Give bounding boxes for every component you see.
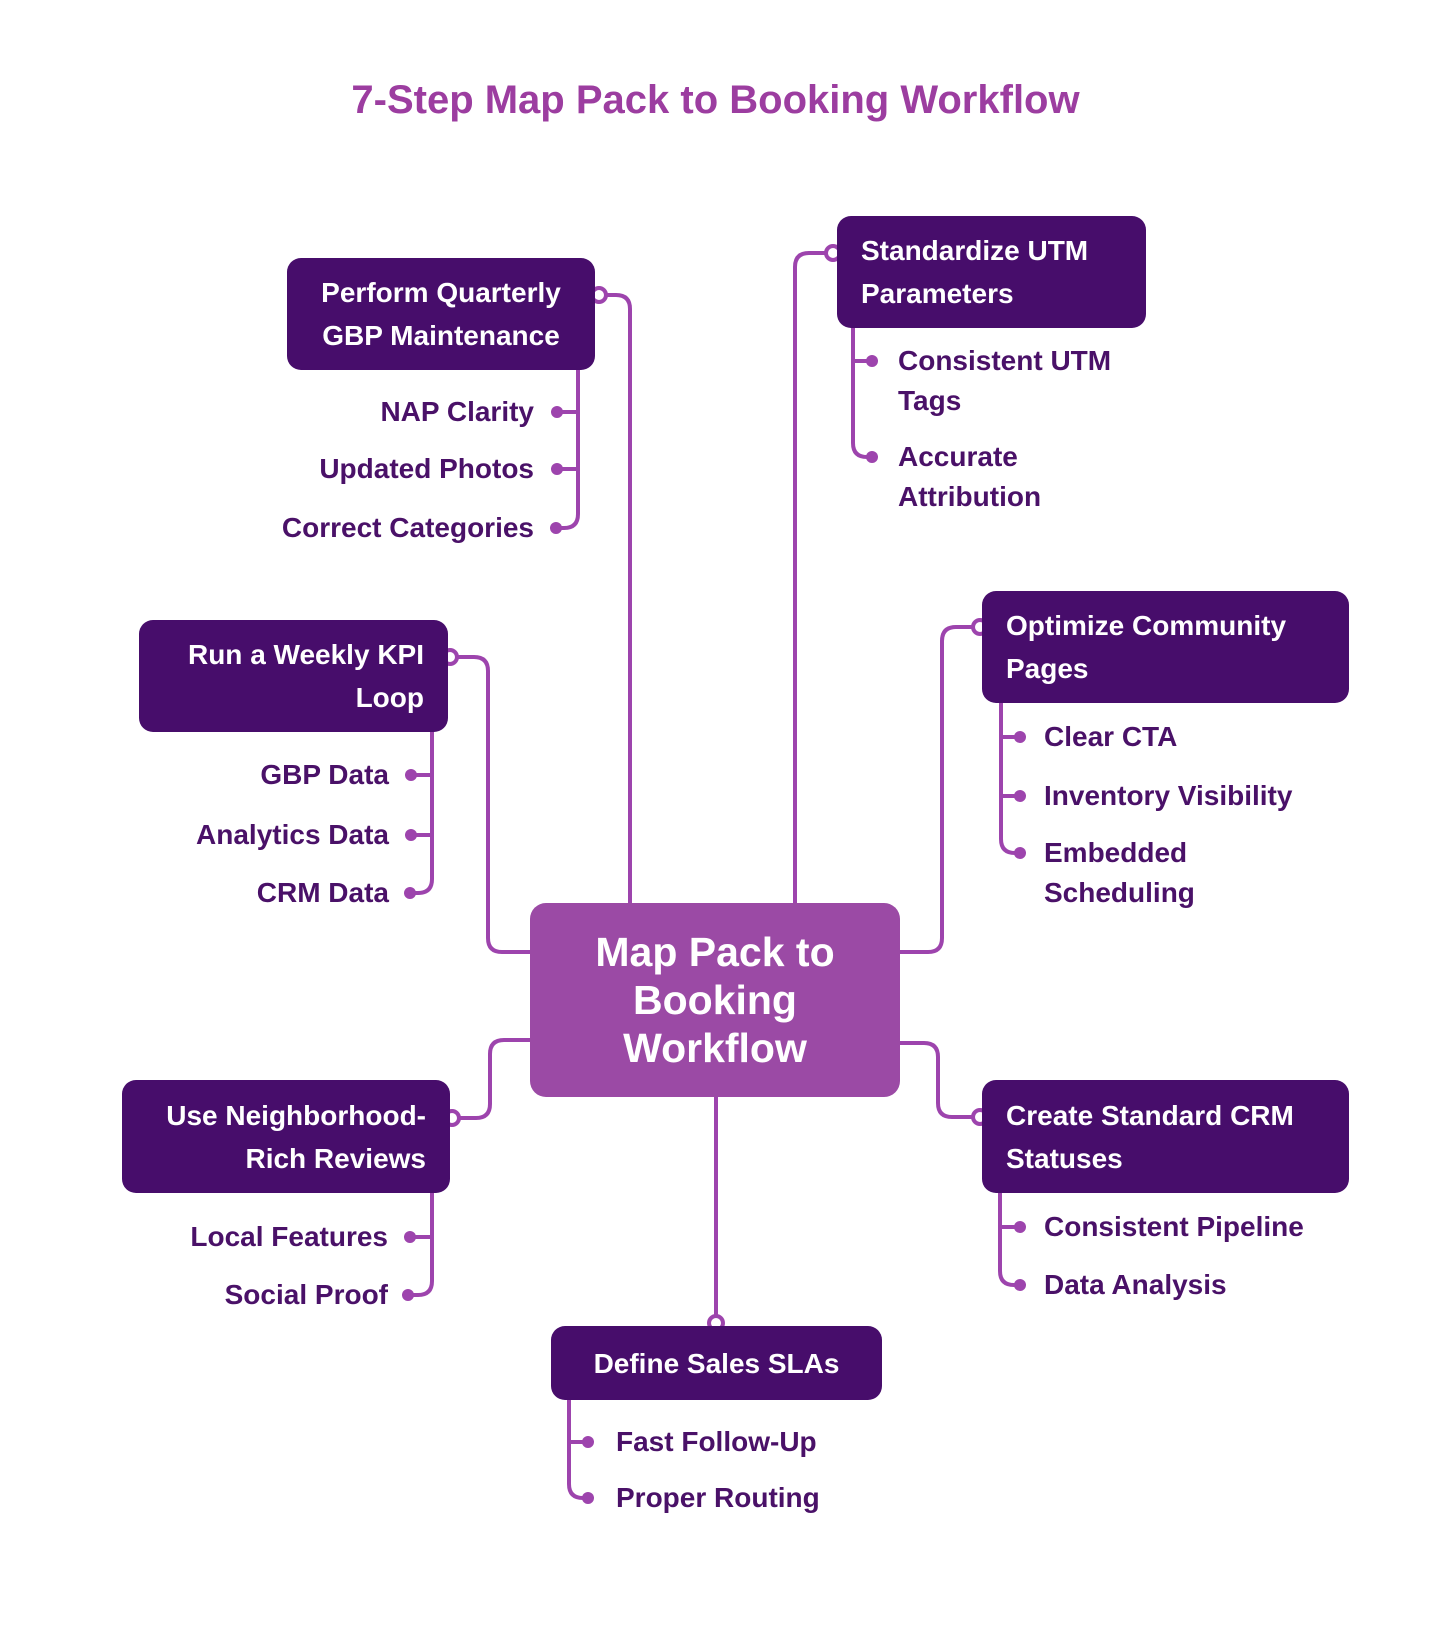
connector-items-4 bbox=[999, 701, 1022, 855]
diagram-title: 7-Step Map Pack to Booking Workflow bbox=[351, 78, 1080, 122]
node-use-neighborhood-rich-reviews: Use Neighborhood- Rich Reviews bbox=[122, 1080, 450, 1193]
node-define-sales-slas: Define Sales SLAs bbox=[551, 1326, 882, 1400]
item-dot bbox=[582, 1436, 594, 1448]
central-node: Map Pack to Booking Workflow bbox=[530, 903, 900, 1097]
item-dot bbox=[1014, 1279, 1026, 1291]
node-run-a-weekly-kpi-loop: Run a Weekly KPI Loop bbox=[139, 620, 448, 732]
item-crm-data: CRM Data bbox=[256, 877, 389, 908]
item-consistent-utm-tags: Consistent UTM Tags bbox=[898, 345, 1112, 416]
node-perform-quarterly-gbp-maintenance: Perform Quarterly GBP Maintenance bbox=[287, 258, 595, 370]
item-local-features: Local Features bbox=[190, 1221, 388, 1252]
connector-items-5 bbox=[406, 1191, 434, 1297]
item-dot bbox=[1014, 790, 1026, 802]
connector-branch-1 bbox=[597, 293, 632, 905]
connector-items-1 bbox=[554, 368, 580, 530]
connector-items-3 bbox=[408, 730, 434, 895]
item-dot bbox=[1014, 1221, 1026, 1233]
item-social-proof: Social Proof bbox=[224, 1279, 388, 1310]
item-fast-follow-up: Fast Follow-Up bbox=[616, 1426, 817, 1457]
connector-branch-4 bbox=[898, 625, 982, 954]
item-consistent-pipeline: Consistent Pipeline bbox=[1044, 1211, 1304, 1242]
item-dot bbox=[405, 829, 417, 841]
item-correct-categories: Correct Categories bbox=[281, 512, 534, 543]
item-dot bbox=[404, 1231, 416, 1243]
item-dot bbox=[405, 769, 417, 781]
item-inventory-visibility: Inventory Visibility bbox=[1044, 780, 1293, 811]
item-clear-cta: Clear CTA bbox=[1044, 721, 1178, 752]
node-create-standard-crm-statuses: Create Standard CRM Statuses bbox=[982, 1080, 1349, 1193]
item-dot bbox=[404, 887, 416, 899]
connector-items-2 bbox=[851, 326, 874, 459]
item-embedded-scheduling: Embedded Scheduling bbox=[1044, 837, 1195, 908]
item-dot bbox=[1014, 847, 1026, 859]
node-optimize-community-pages: Optimize Community Pages bbox=[982, 591, 1349, 703]
item-nap-clarity: NAP Clarity bbox=[380, 396, 534, 427]
connector-branch-6 bbox=[898, 1041, 982, 1119]
item-data-analysis: Data Analysis bbox=[1044, 1269, 1227, 1300]
item-updated-photos: Updated Photos bbox=[319, 453, 534, 484]
item-dot bbox=[582, 1492, 594, 1504]
item-dot bbox=[1014, 731, 1026, 743]
item-dot bbox=[866, 451, 878, 463]
item-dot bbox=[866, 355, 878, 367]
connector-items-7 bbox=[567, 1398, 590, 1500]
item-dot bbox=[402, 1289, 414, 1301]
node-standardize-utm-parameters: Standardize UTM Parameters bbox=[837, 216, 1146, 328]
item-dot bbox=[550, 522, 562, 534]
item-analytics-data: Analytics Data bbox=[196, 819, 389, 850]
item-dot bbox=[551, 406, 563, 418]
item-dot bbox=[551, 463, 563, 475]
connector-branch-2 bbox=[793, 251, 835, 905]
connector-branch-5 bbox=[450, 1038, 532, 1120]
item-gbp-data: GBP Data bbox=[260, 759, 389, 790]
item-proper-routing: Proper Routing bbox=[616, 1482, 820, 1513]
item-accurate-attribution: Accurate Attribution bbox=[898, 441, 1042, 512]
connector-items-6 bbox=[998, 1191, 1022, 1287]
connector-branch-3 bbox=[448, 655, 532, 954]
